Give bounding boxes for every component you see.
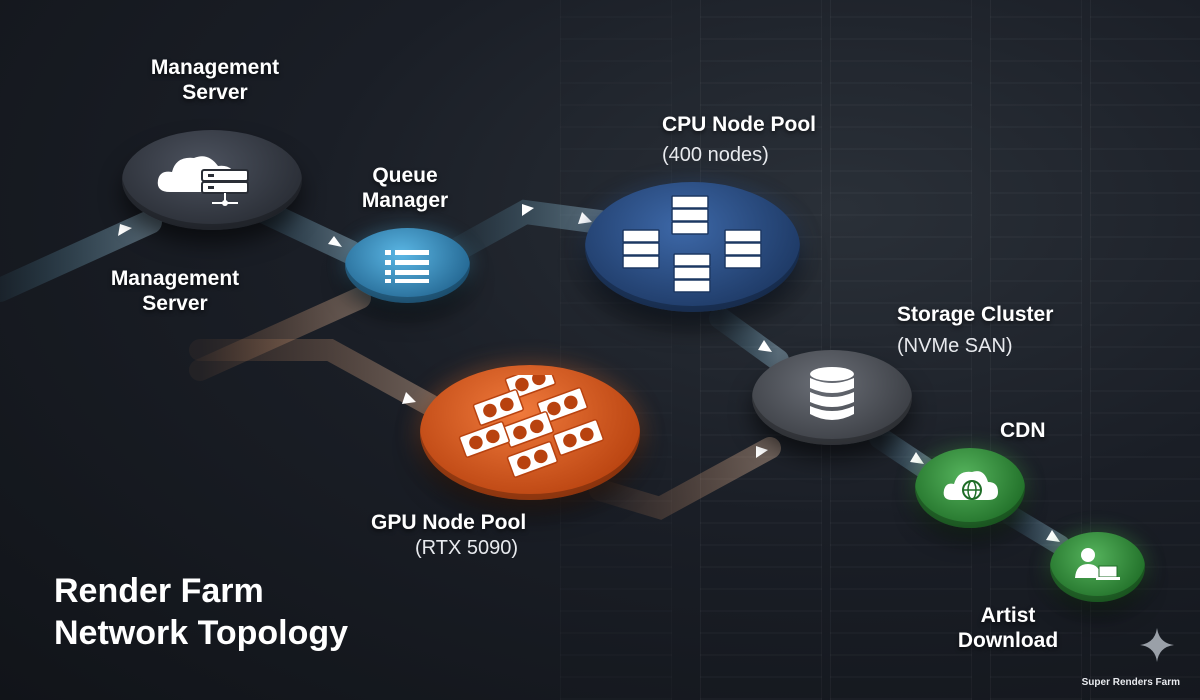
flow-arrow (756, 446, 768, 458)
background-rack (830, 0, 972, 700)
cdn-node[interactable] (915, 448, 1025, 528)
artist-label: Artist Download (957, 604, 1059, 652)
flow-storage-to-cdn (869, 427, 936, 479)
title-line-1: Render Farm (54, 572, 264, 610)
cpu-pool-label: CPU Node Pool (662, 113, 817, 136)
background-rack (560, 0, 672, 700)
storage-node[interactable] (752, 350, 912, 445)
flow-arrow (118, 224, 132, 236)
flow-arrow (910, 452, 924, 464)
cpu-pool-node[interactable] (585, 182, 800, 312)
cloud-server-icon (157, 156, 249, 206)
flow-arrow (328, 236, 342, 247)
database-icon (810, 367, 854, 420)
cdn-label: CDN (1000, 419, 1046, 442)
flow-arrow (1046, 530, 1060, 542)
queue-manager-node[interactable] (345, 228, 470, 303)
flow-gpu-to-storage (589, 437, 781, 520)
flow-arrow (402, 392, 416, 404)
brand-name: Super Renders Farm (1081, 677, 1180, 688)
management-server-label: Management Server (150, 56, 280, 104)
list-icon (385, 250, 429, 283)
server-rack-icon (622, 195, 762, 293)
storage-label: Storage Cluster (897, 303, 1054, 326)
flow-queue-to-cpu (448, 199, 612, 260)
gpu-pool-detail: (RTX 5090) (415, 537, 519, 559)
sparkle-icon (1140, 628, 1174, 662)
management-server-node[interactable] (122, 130, 302, 230)
flow-arrow (522, 204, 534, 216)
flow-in-management (0, 210, 162, 302)
gpu-pool-node[interactable] (420, 365, 640, 500)
cpu-pool-detail: (400 nodes) (662, 144, 769, 166)
artist-node[interactable] (1050, 532, 1145, 602)
title-line-2: Network Topology (54, 614, 349, 652)
flow-left-to-gpu (189, 339, 441, 416)
gpu-pool-label: GPU Node Pool (371, 511, 527, 534)
queue-manager-label: Queue Manager (361, 164, 449, 212)
user-laptop-icon (1075, 548, 1120, 580)
gpu-card-icon (458, 375, 604, 478)
management-server-input-label: Management Server (110, 267, 240, 315)
storage-detail: (NVMe SAN) (897, 335, 1013, 357)
flow-arrow (758, 340, 772, 352)
flow-arrow (578, 212, 592, 224)
flow-cpu-to-storage (709, 307, 789, 371)
cloud-globe-icon (943, 471, 998, 500)
page-title: Render Farm Network Topology (54, 570, 348, 654)
